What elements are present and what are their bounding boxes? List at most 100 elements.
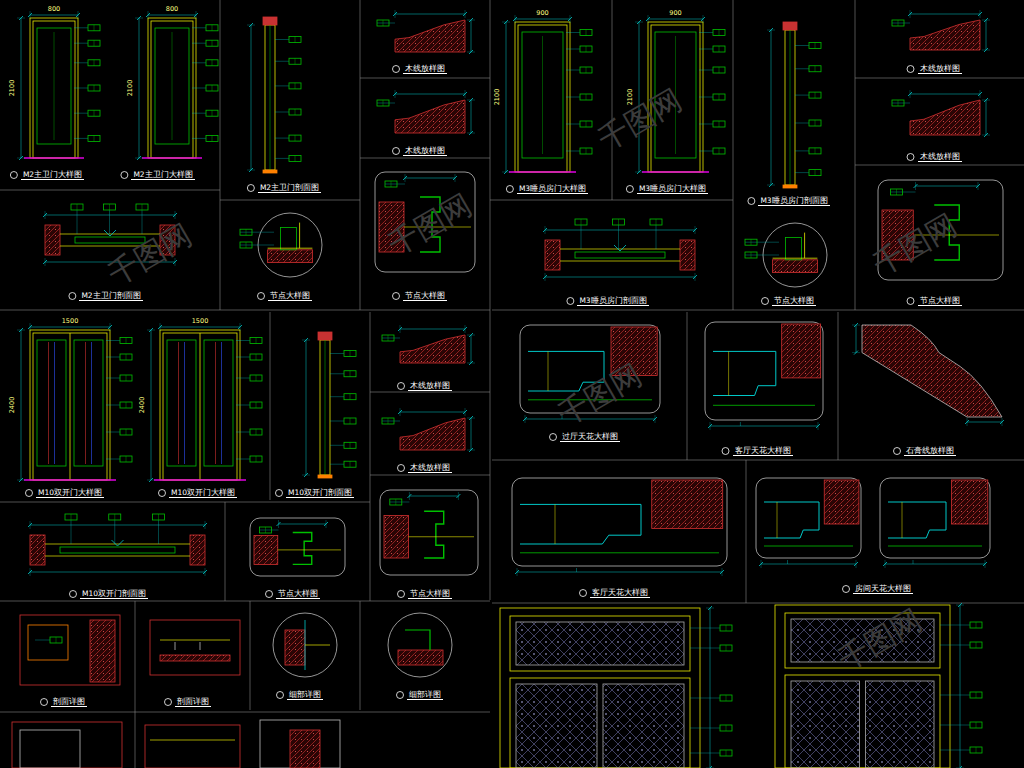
drafting-rect xyxy=(250,429,262,435)
drafting-line xyxy=(240,245,274,246)
drafting-line xyxy=(400,329,465,330)
drafting-line xyxy=(256,375,257,381)
drafting-line xyxy=(395,10,396,18)
drafting-line xyxy=(699,70,713,71)
drafting-line xyxy=(212,85,213,91)
dimension-text: 2100 xyxy=(494,89,501,106)
drafting-line xyxy=(330,464,344,465)
drafting-line xyxy=(205,521,206,529)
drafting-line xyxy=(278,549,341,550)
drafting-line xyxy=(306,340,307,475)
drafting-line xyxy=(852,325,860,326)
drawing-title: 节点大样图 xyxy=(403,291,447,301)
detail-circle xyxy=(69,591,76,598)
drafting-line xyxy=(581,225,582,249)
drafting-line xyxy=(135,158,143,159)
drafting-line xyxy=(275,158,289,159)
drafting-line xyxy=(246,229,247,235)
drafting-line xyxy=(142,210,143,234)
drafting-line xyxy=(21,330,22,480)
drafting-rect xyxy=(382,418,394,424)
detail-circle xyxy=(907,66,914,73)
drafting-line xyxy=(74,88,88,89)
detail-circle xyxy=(748,198,755,205)
detail-circle xyxy=(907,298,914,305)
drafting-line xyxy=(726,645,727,651)
detail-circle xyxy=(158,490,165,497)
drafting-rect xyxy=(809,148,821,154)
drafting-rect xyxy=(970,642,982,648)
drafting-line xyxy=(982,50,990,51)
drafting-rect xyxy=(713,30,725,36)
drafting-rect xyxy=(970,722,982,728)
drafting-line xyxy=(30,572,205,573)
drawing-panel: 细部详图 xyxy=(252,605,358,708)
drafting-line xyxy=(268,248,313,249)
drafting-line xyxy=(706,608,714,609)
drawing-title: 木线放样图 xyxy=(403,64,447,74)
drafting-line xyxy=(142,157,202,159)
drafting-line xyxy=(690,698,720,699)
drafting-line xyxy=(699,97,713,98)
detail-circle xyxy=(398,591,405,598)
drafting-line xyxy=(648,19,703,20)
drafting-line xyxy=(326,520,327,528)
drawing-title: 节点大样图 xyxy=(772,296,816,306)
drafting-line xyxy=(240,323,241,331)
drafting-line xyxy=(45,211,46,219)
drafting-line xyxy=(275,112,289,113)
drafting-line xyxy=(465,90,466,98)
drafting-line xyxy=(45,215,175,216)
drafting-line xyxy=(804,233,805,259)
drafting-line xyxy=(350,394,351,400)
drafting-line xyxy=(916,186,979,187)
drafting-line xyxy=(74,138,88,139)
drafting-line xyxy=(109,204,110,210)
drafting-line xyxy=(1002,418,1003,426)
detail-circle xyxy=(393,148,400,155)
drafting-rect xyxy=(775,605,950,768)
drafting-rect xyxy=(720,625,732,631)
drafting-line xyxy=(719,94,720,100)
drafting-rect xyxy=(970,692,982,698)
drafting-rect xyxy=(104,204,116,210)
drafting-line xyxy=(279,524,327,525)
drafting-rect xyxy=(260,720,340,768)
drafting-rect xyxy=(206,85,218,91)
detail-circle xyxy=(580,590,587,597)
drafting-line xyxy=(795,95,809,96)
drafting-line xyxy=(815,43,816,49)
drafting-rect xyxy=(37,340,66,466)
drafting-line xyxy=(275,61,289,62)
drafting-rect xyxy=(344,394,356,400)
drawing-panel: 节点大样图 xyxy=(735,212,853,308)
drafting-rect xyxy=(289,37,301,43)
drafting-line xyxy=(635,22,643,23)
drawing-panel: M2主卫门大样图 xyxy=(5,5,100,185)
drawing-title: 节点大样图 xyxy=(918,296,962,306)
drafting-line xyxy=(350,351,351,357)
drafting-rect xyxy=(809,170,821,176)
detail-circle xyxy=(722,448,729,455)
drawing-title: 木线放样图 xyxy=(918,64,962,74)
drafting-line xyxy=(699,49,713,50)
drafting-line xyxy=(976,622,977,628)
drafting-rect xyxy=(398,650,443,665)
drafting-line xyxy=(855,0,856,310)
drawing-title: 节点大样图 xyxy=(268,291,312,301)
drafting-line xyxy=(184,342,185,464)
drafting-line xyxy=(818,422,819,430)
drafting-line xyxy=(777,502,778,538)
drafting-line xyxy=(0,712,490,713)
drafting-path xyxy=(395,20,465,52)
drafting-line xyxy=(956,605,964,606)
drafting-line xyxy=(383,100,384,106)
drafting-line xyxy=(581,219,582,225)
drafting-line xyxy=(106,357,120,358)
drafting-line xyxy=(148,11,149,19)
drafting-line xyxy=(106,378,120,379)
watermark: 千图网 xyxy=(104,220,197,291)
drafting-rect xyxy=(250,518,345,576)
drafting-line xyxy=(586,148,587,154)
